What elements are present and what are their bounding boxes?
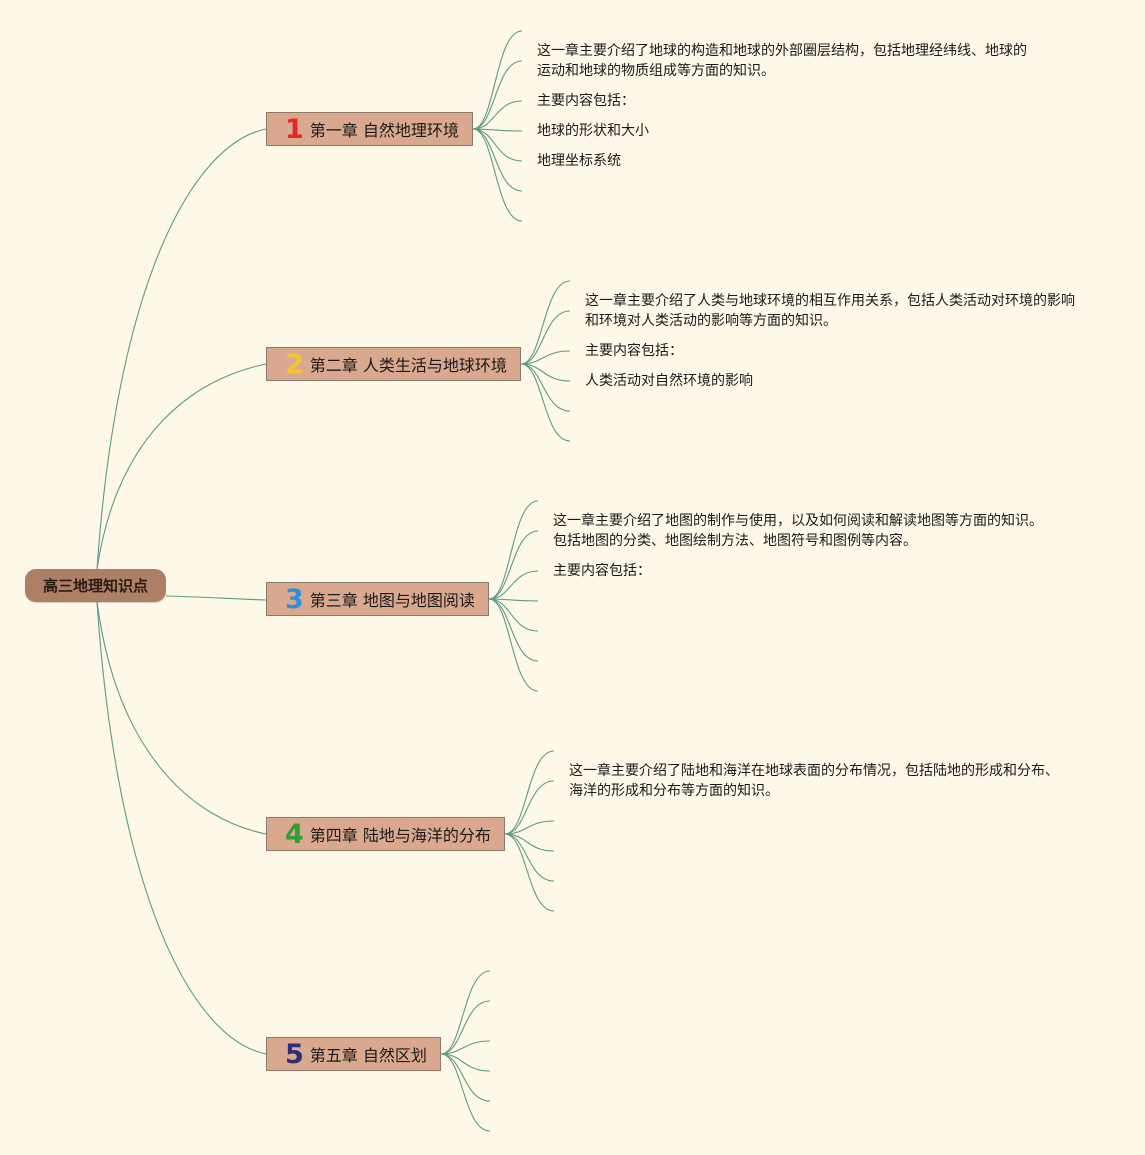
connector-line	[472, 100, 523, 130]
note-line[interactable]: 人类活动对自然环境的影响	[585, 373, 753, 389]
connector-line	[520, 280, 571, 365]
connector-line	[440, 970, 491, 1055]
note-line[interactable]: 地球的形状和大小	[537, 123, 649, 139]
connector-line	[96, 601, 267, 835]
connector-line	[504, 750, 555, 835]
connector-line	[96, 363, 267, 570]
connector-line	[504, 833, 555, 882]
chapter-number-badge: 2	[285, 348, 304, 380]
chapter-number-badge: 3	[285, 583, 304, 615]
connector-line	[440, 1053, 491, 1072]
connector-line	[165, 595, 267, 601]
chapter-topic-1[interactable]: 1 第一章 自然地理环境	[266, 112, 473, 146]
note-line[interactable]: 包括地图的分类、地图绘制方法、地图符号和图例等内容。	[553, 533, 917, 549]
connector-line	[504, 820, 555, 835]
chapter-number-badge: 4	[285, 818, 304, 850]
root-topic-label: 高三地理知识点	[42, 577, 148, 595]
connector-line	[96, 601, 267, 1055]
note-line[interactable]: 这一章主要介绍了陆地和海洋在地球表面的分布情况，包括陆地的形成和分布、	[569, 763, 1059, 779]
connector-line	[520, 350, 571, 365]
note-line[interactable]: 主要内容包括：	[553, 563, 651, 579]
connector-line	[440, 1040, 491, 1055]
connector-line	[440, 1053, 491, 1102]
chapter-topic-5[interactable]: 5 第五章 自然区划	[266, 1037, 441, 1071]
note-line[interactable]: 运动和地球的物质组成等方面的知识。	[537, 63, 775, 79]
chapter-topic-4[interactable]: 4 第四章 陆地与海洋的分布	[266, 817, 505, 851]
connector-line	[488, 530, 539, 600]
connector-line	[488, 500, 539, 600]
chapter-title: 第二章 人类生活与地球环境	[309, 356, 507, 375]
note-line[interactable]: 和环境对人类活动的影响等方面的知识。	[585, 313, 837, 329]
note-line[interactable]: 地理坐标系统	[537, 153, 621, 169]
connector-line	[440, 1053, 491, 1132]
note-line[interactable]: 主要内容包括：	[585, 343, 683, 359]
connector-line	[488, 598, 539, 692]
connector-line	[520, 310, 571, 365]
chapter-topic-3[interactable]: 3 第三章 地图与地图阅读	[266, 582, 489, 616]
root-topic[interactable]: 高三地理知识点	[25, 569, 166, 602]
note-line[interactable]: 海洋的形成和分布等方面的知识。	[569, 783, 779, 799]
connector-line	[504, 833, 555, 912]
note-line[interactable]: 这一章主要介绍了人类与地球环境的相互作用关系，包括人类活动对环境的影响	[585, 293, 1075, 309]
connector-line	[488, 598, 539, 662]
connector-line	[472, 128, 523, 222]
note-line[interactable]: 这一章主要介绍了地球的构造和地球的外部圈层结构，包括地理经纬线、地球的	[537, 43, 1027, 59]
chapter-title: 第一章 自然地理环境	[309, 121, 459, 140]
chapter-topic-2[interactable]: 2 第二章 人类生活与地球环境	[266, 347, 521, 381]
chapter-number-badge: 5	[285, 1038, 304, 1070]
note-line[interactable]: 主要内容包括：	[537, 93, 635, 109]
chapter-number-badge: 1	[285, 113, 304, 145]
connector-line	[472, 60, 523, 130]
connector-line	[440, 1000, 491, 1055]
connector-line	[472, 30, 523, 130]
connector-line	[520, 363, 571, 442]
connector-line	[504, 780, 555, 835]
chapter-title: 第三章 地图与地图阅读	[309, 591, 475, 610]
connector-line	[472, 128, 523, 192]
connector-line	[520, 363, 571, 412]
connector-line	[488, 570, 539, 600]
chapter-title: 第五章 自然区划	[309, 1046, 427, 1065]
connector-line	[520, 363, 571, 382]
note-line[interactable]: 这一章主要介绍了地图的制作与使用，以及如何阅读和解读地图等方面的知识。	[553, 513, 1043, 529]
connector-line	[504, 833, 555, 852]
connector-line	[96, 128, 267, 570]
chapter-title: 第四章 陆地与海洋的分布	[309, 826, 491, 845]
